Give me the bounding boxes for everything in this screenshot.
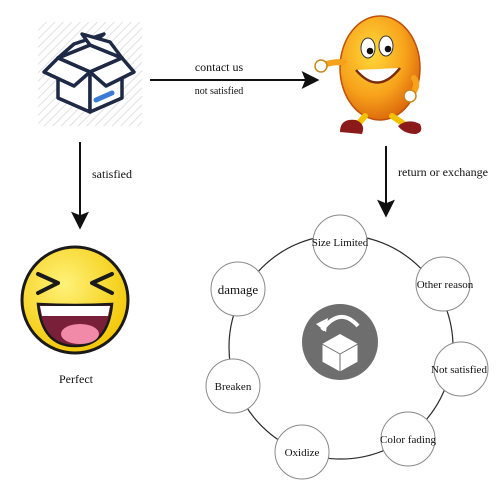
edge-label-contact-us: contact us: [195, 60, 244, 74]
edge-label-not-satisfied: not satisfied: [195, 86, 244, 97]
reason-node-oxidize: Oxidize: [274, 424, 330, 480]
edge-label-return-or-exchange: return or exchange: [398, 165, 488, 179]
reason-node-size-limited: Size Limited: [312, 214, 369, 270]
svg-text:damage: damage: [218, 282, 259, 297]
reason-node-other-reason: Other reason: [415, 256, 474, 312]
reason-node-not-satisfied: Not satisfied: [431, 341, 489, 397]
svg-text:Oxidize: Oxidize: [285, 447, 320, 459]
open-box-icon: [38, 22, 142, 126]
svg-text:Not satisfied: Not satisfied: [431, 364, 487, 376]
reason-node-breaken: Breaken: [205, 358, 261, 414]
return-box-icon: [302, 304, 378, 380]
orange-egg-mascot-icon: [314, 15, 422, 134]
perfect-label: Perfect: [59, 372, 94, 386]
edge-label-satisfied: satisfied: [92, 167, 132, 181]
svg-text:Size Limited: Size Limited: [312, 237, 369, 249]
svg-text:Other reason: Other reason: [417, 279, 474, 291]
svg-text:Breaken: Breaken: [215, 381, 252, 393]
reason-node-color-fading: Color fading: [380, 411, 436, 467]
svg-text:Color fading: Color fading: [380, 434, 436, 446]
reason-node-damage: damage: [210, 261, 266, 317]
laughing-smiley-icon: [20, 245, 130, 355]
